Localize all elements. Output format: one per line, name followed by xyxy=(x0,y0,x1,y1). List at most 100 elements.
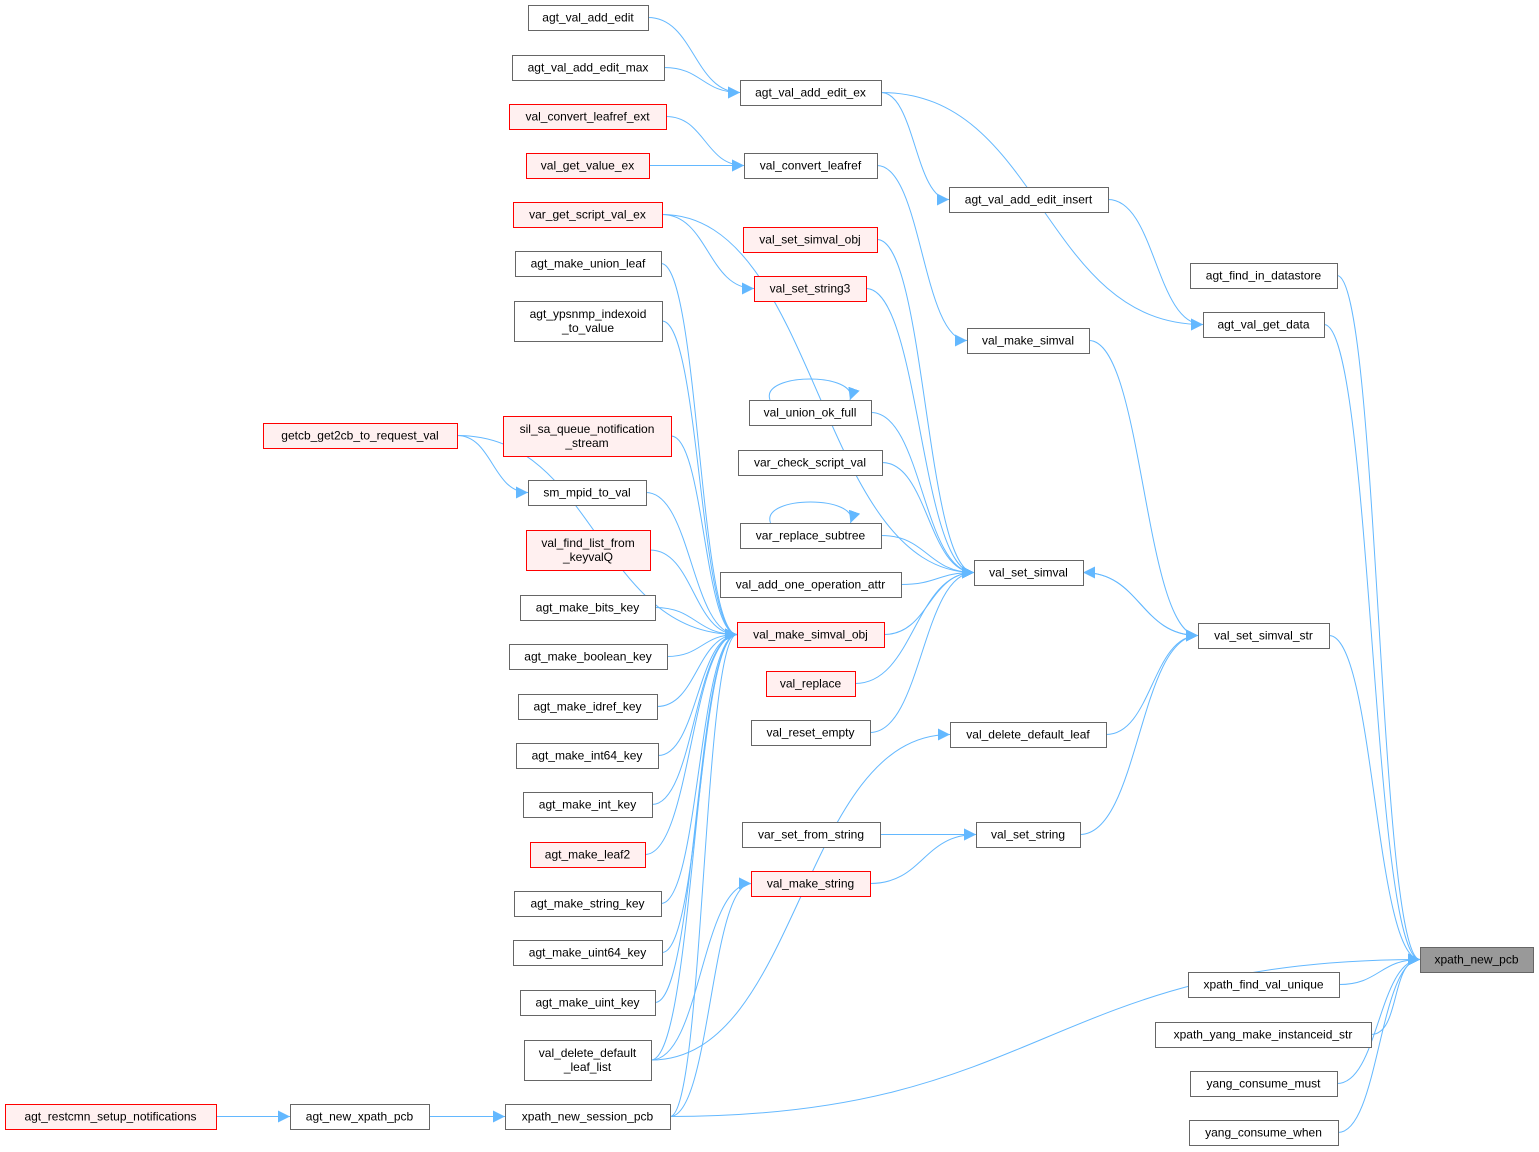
node-val_set_string[interactable]: val_set_string xyxy=(976,822,1081,848)
node-agt_ypsnmp_indexoid_to_value[interactable]: agt_ypsnmp_indexoid_to_value xyxy=(514,301,663,342)
node-val_add_one_operation_attr[interactable]: val_add_one_operation_attr xyxy=(720,572,902,598)
node-box xyxy=(290,1104,430,1130)
node-box xyxy=(720,572,902,598)
edge-xpath_new_session_pcb-to-xpath_new_pcb xyxy=(669,953,1421,1117)
node-agt_make_bits_key[interactable]: agt_make_bits_key xyxy=(520,595,656,621)
node-box xyxy=(766,671,856,697)
edge-agt_val_add_edit_max-to-agt_val_add_edit_ex xyxy=(663,67,741,99)
node-agt_make_int64_key[interactable]: agt_make_int64_key xyxy=(516,743,659,769)
node-label: val_add_one_operation_attr xyxy=(736,578,885,592)
node-agt_make_idref_key[interactable]: agt_make_idref_key xyxy=(518,694,658,720)
node-label: yang_consume_when xyxy=(1205,1126,1322,1140)
node-agt_make_uint64_key[interactable]: agt_make_uint64_key xyxy=(513,940,663,966)
node-agt_make_string_key[interactable]: agt_make_string_key xyxy=(514,891,662,917)
edge-agt_make_idref_key-to-val_make_simval_obj xyxy=(656,628,738,707)
node-val_make_string[interactable]: val_make_string xyxy=(751,871,871,897)
edge-sil_sa_queue_notification_stream-to-val_make_simval_obj xyxy=(670,435,738,641)
node-sm_mpid_to_val[interactable]: sm_mpid_to_val xyxy=(528,480,647,506)
edge-val_set_string3-to-val_set_simval xyxy=(865,288,975,579)
node-val_delete_default_leaf[interactable]: val_delete_default_leaf xyxy=(950,722,1107,748)
node-val_get_value_ex[interactable]: val_get_value_ex xyxy=(526,153,650,179)
edge-agt_make_union_leaf-to-val_make_simval_obj xyxy=(660,263,738,641)
node-val_union_ok_full[interactable]: val_union_ok_full xyxy=(749,400,872,426)
edge-agt_make_uint_key-to-val_make_simval_obj xyxy=(654,628,738,1003)
node-xpath_find_val_unique[interactable]: xpath_find_val_unique xyxy=(1188,972,1340,998)
node-xpath_yang_make_instanceid_str[interactable]: xpath_yang_make_instanceid_str xyxy=(1155,1022,1372,1048)
node-agt_make_uint_key[interactable]: agt_make_uint_key xyxy=(520,990,656,1016)
node-val_find_list_from_keyvalQ[interactable]: val_find_list_from_keyvalQ xyxy=(526,530,651,571)
node-label: val_get_value_ex xyxy=(541,159,634,173)
node-var_get_script_val_ex[interactable]: var_get_script_val_ex xyxy=(513,202,663,228)
edge-val_convert_leafref-to-val_make_simval xyxy=(876,165,968,347)
node-label: _stream xyxy=(564,436,608,450)
node-val_set_simval[interactable]: val_set_simval xyxy=(974,560,1084,586)
node-agt_new_xpath_pcb[interactable]: agt_new_xpath_pcb xyxy=(290,1104,430,1130)
node-box xyxy=(743,227,878,253)
node-box xyxy=(523,792,653,818)
node-val_convert_leafref_ext[interactable]: val_convert_leafref_ext xyxy=(509,104,667,130)
node-xpath_new_session_pcb[interactable]: xpath_new_session_pcb xyxy=(505,1104,671,1130)
node-var_replace_subtree[interactable]: var_replace_subtree xyxy=(740,523,882,549)
node-box xyxy=(5,1104,217,1130)
node-box xyxy=(742,822,881,848)
node-label: val_make_simval_obj xyxy=(753,628,868,642)
node-val_delete_default_leaf_list[interactable]: val_delete_default_leaf_list xyxy=(524,1040,652,1081)
node-getcb_get2cb_to_request_val[interactable]: getcb_get2cb_to_request_val xyxy=(263,423,458,449)
node-xpath_new_pcb[interactable]: xpath_new_pcb xyxy=(1420,947,1534,973)
node-var_check_script_val[interactable]: var_check_script_val xyxy=(738,450,883,476)
node-agt_val_add_edit[interactable]: agt_val_add_edit xyxy=(528,5,649,31)
node-label: val_set_simval_str xyxy=(1214,629,1313,643)
node-label: _leaf_list xyxy=(563,1060,612,1074)
node-agt_val_add_edit_insert[interactable]: agt_val_add_edit_insert xyxy=(949,187,1109,213)
node-box xyxy=(976,822,1081,848)
node-agt_val_get_data[interactable]: agt_val_get_data xyxy=(1203,312,1325,338)
node-agt_make_int_key[interactable]: agt_make_int_key xyxy=(523,792,653,818)
node-box xyxy=(740,80,882,106)
node-sil_sa_queue_notification_stream[interactable]: sil_sa_queue_notification_stream xyxy=(503,416,672,457)
node-box xyxy=(512,55,665,81)
node-label: agt_make_int64_key xyxy=(532,749,643,763)
node-label: agt_val_add_edit_max xyxy=(528,61,649,75)
node-val_set_string3[interactable]: val_set_string3 xyxy=(754,276,867,302)
edge-val_union_ok_full-to-val_set_simval xyxy=(870,412,975,579)
edge-val_set_string-to-val_set_simval_str xyxy=(1079,629,1199,835)
edge-var_replace_subtree-to-val_set_simval xyxy=(880,535,975,579)
node-label: agt_make_bits_key xyxy=(536,601,639,615)
edge-val_set_simval_str-to-val_set_simval xyxy=(1082,566,1199,636)
node-agt_make_boolean_key[interactable]: agt_make_boolean_key xyxy=(509,644,668,670)
node-label: _keyvalQ xyxy=(562,550,613,564)
node-val_set_simval_str[interactable]: val_set_simval_str xyxy=(1198,623,1330,649)
node-box xyxy=(1190,1071,1338,1097)
node-box xyxy=(503,416,672,457)
node-label: xpath_yang_make_instanceid_str xyxy=(1174,1028,1353,1042)
edge-val_delete_default_leaf-to-val_set_simval_str xyxy=(1105,629,1199,735)
node-agt_val_add_edit_ex[interactable]: agt_val_add_edit_ex xyxy=(740,80,882,106)
node-box xyxy=(513,940,663,966)
node-box xyxy=(515,251,662,277)
node-box xyxy=(530,842,646,868)
node-yang_consume_when[interactable]: yang_consume_when xyxy=(1189,1120,1339,1146)
node-agt_make_union_leaf[interactable]: agt_make_union_leaf xyxy=(515,251,662,277)
node-val_replace[interactable]: val_replace xyxy=(766,671,856,697)
node-agt_restcmn_setup_notifications[interactable]: agt_restcmn_setup_notifications xyxy=(5,1104,217,1130)
node-agt_find_in_datastore[interactable]: agt_find_in_datastore xyxy=(1190,263,1338,289)
node-val_make_simval_obj[interactable]: val_make_simval_obj xyxy=(737,622,885,648)
node-agt_make_leaf2[interactable]: agt_make_leaf2 xyxy=(530,842,646,868)
node-agt_val_add_edit_max[interactable]: agt_val_add_edit_max xyxy=(512,55,665,81)
node-box xyxy=(754,276,867,302)
edge-val_find_list_from_keyvalQ-to-val_make_simval_obj xyxy=(649,549,738,641)
node-val_make_simval[interactable]: val_make_simval xyxy=(967,328,1090,354)
node-label: agt_find_in_datastore xyxy=(1206,269,1322,283)
node-val_reset_empty[interactable]: val_reset_empty xyxy=(751,720,871,746)
node-yang_consume_must[interactable]: yang_consume_must xyxy=(1190,1071,1338,1097)
edge-xpath_new_session_pcb-to-val_make_string xyxy=(669,877,752,1117)
edge-val_reset_empty-to-val_set_simval xyxy=(869,566,975,733)
node-var_set_from_string[interactable]: var_set_from_string xyxy=(742,822,881,848)
node-val_set_simval_obj[interactable]: val_set_simval_obj xyxy=(743,227,878,253)
node-box xyxy=(949,187,1109,213)
node-label: agt_make_int_key xyxy=(539,798,636,812)
node-box xyxy=(526,530,651,571)
node-label: val_convert_leafref xyxy=(760,159,862,173)
node-val_convert_leafref[interactable]: val_convert_leafref xyxy=(744,153,878,179)
node-box xyxy=(749,400,872,426)
